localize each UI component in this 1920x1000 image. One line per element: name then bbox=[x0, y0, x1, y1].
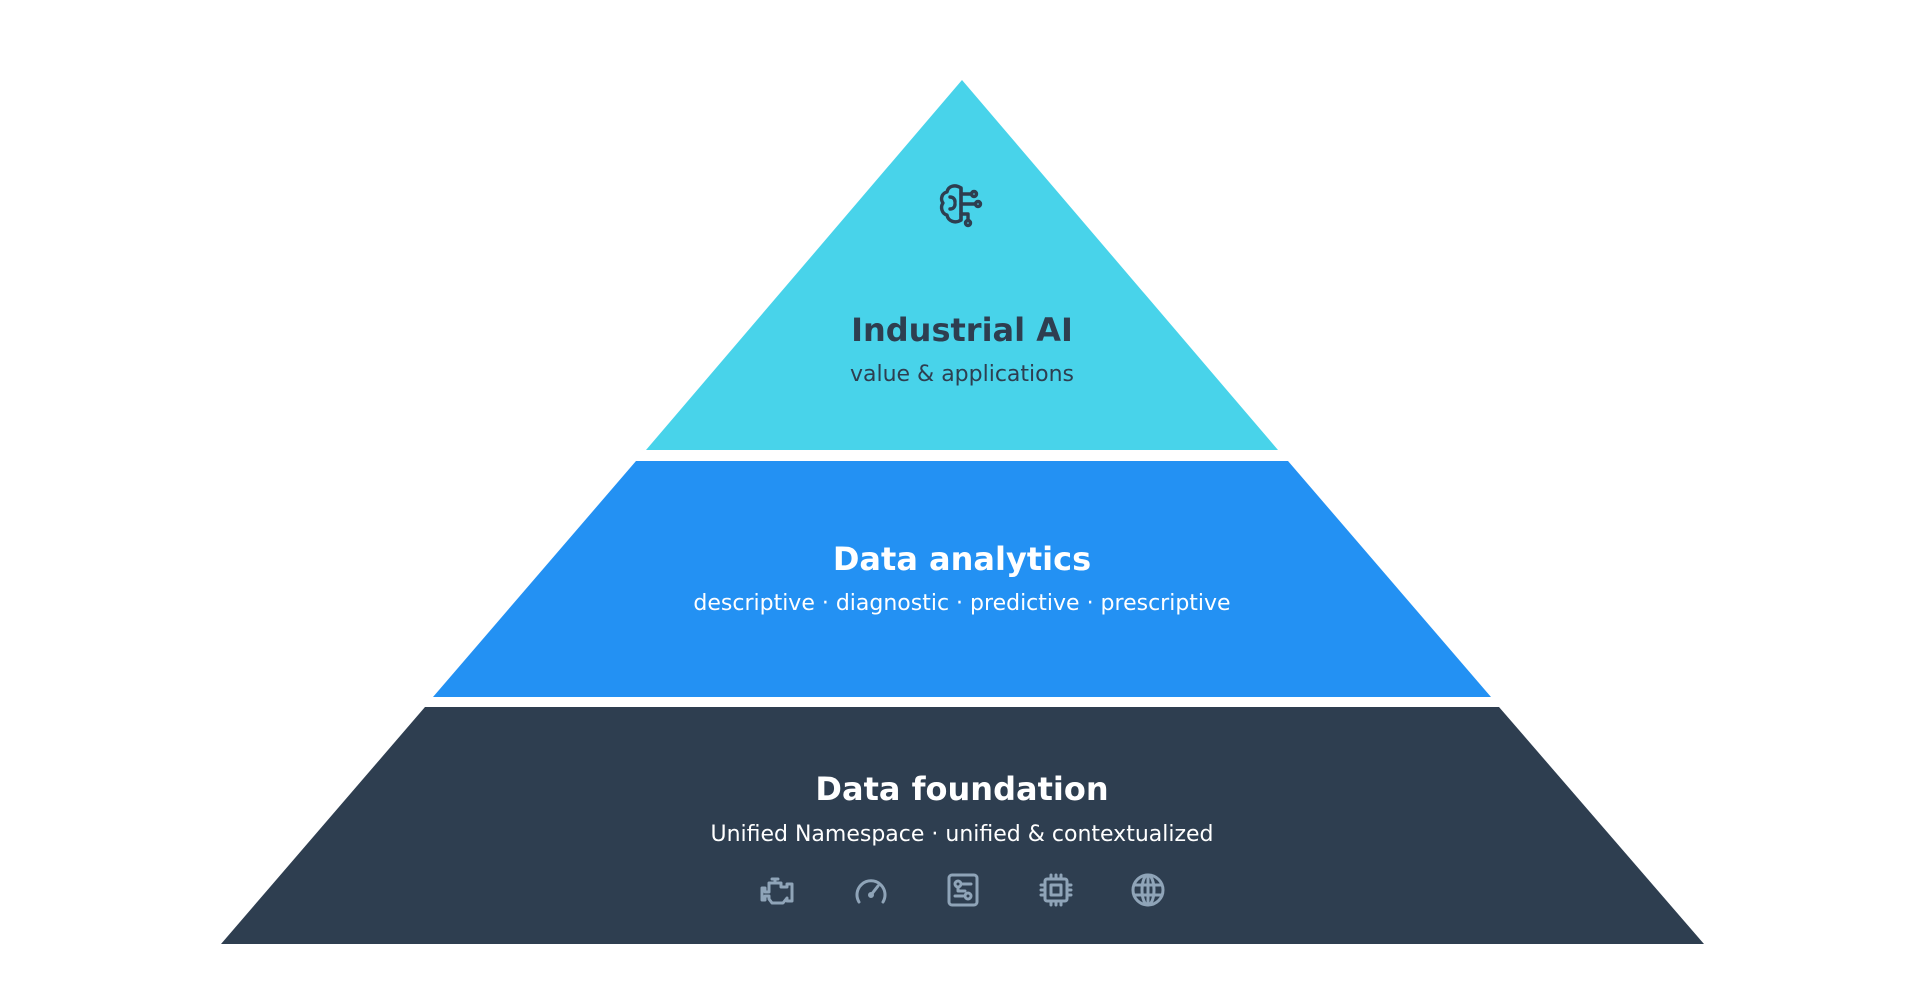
control-panel-icon bbox=[947, 873, 979, 907]
layer-bottom-title: Data foundation bbox=[815, 770, 1108, 808]
layer-data-analytics: Data analytics descriptive · diagnostic … bbox=[433, 461, 1491, 697]
gauge-icon bbox=[855, 879, 887, 904]
layer-data-foundation: Data foundation Unified Namespace · unif… bbox=[221, 707, 1704, 944]
layer-middle-subtitle: descriptive · diagnostic · predictive · … bbox=[693, 591, 1230, 616]
layer-top-shape bbox=[646, 80, 1278, 450]
brain-icon bbox=[939, 184, 983, 228]
layer-bottom-shape bbox=[221, 707, 1704, 944]
layer-middle-shape bbox=[433, 461, 1491, 697]
chip-icon bbox=[1039, 873, 1073, 907]
layer-top-subtitle: value & applications bbox=[850, 362, 1074, 387]
layer-industrial-ai: Industrial AI value & applications bbox=[646, 80, 1278, 450]
engine-icon bbox=[760, 877, 794, 905]
layer-middle-title: Data analytics bbox=[833, 540, 1091, 578]
layer-top-title: Industrial AI bbox=[851, 311, 1073, 349]
layer-bottom-subtitle: Unified Namespace · unified & contextual… bbox=[710, 822, 1213, 847]
globe-icon bbox=[1131, 873, 1165, 907]
